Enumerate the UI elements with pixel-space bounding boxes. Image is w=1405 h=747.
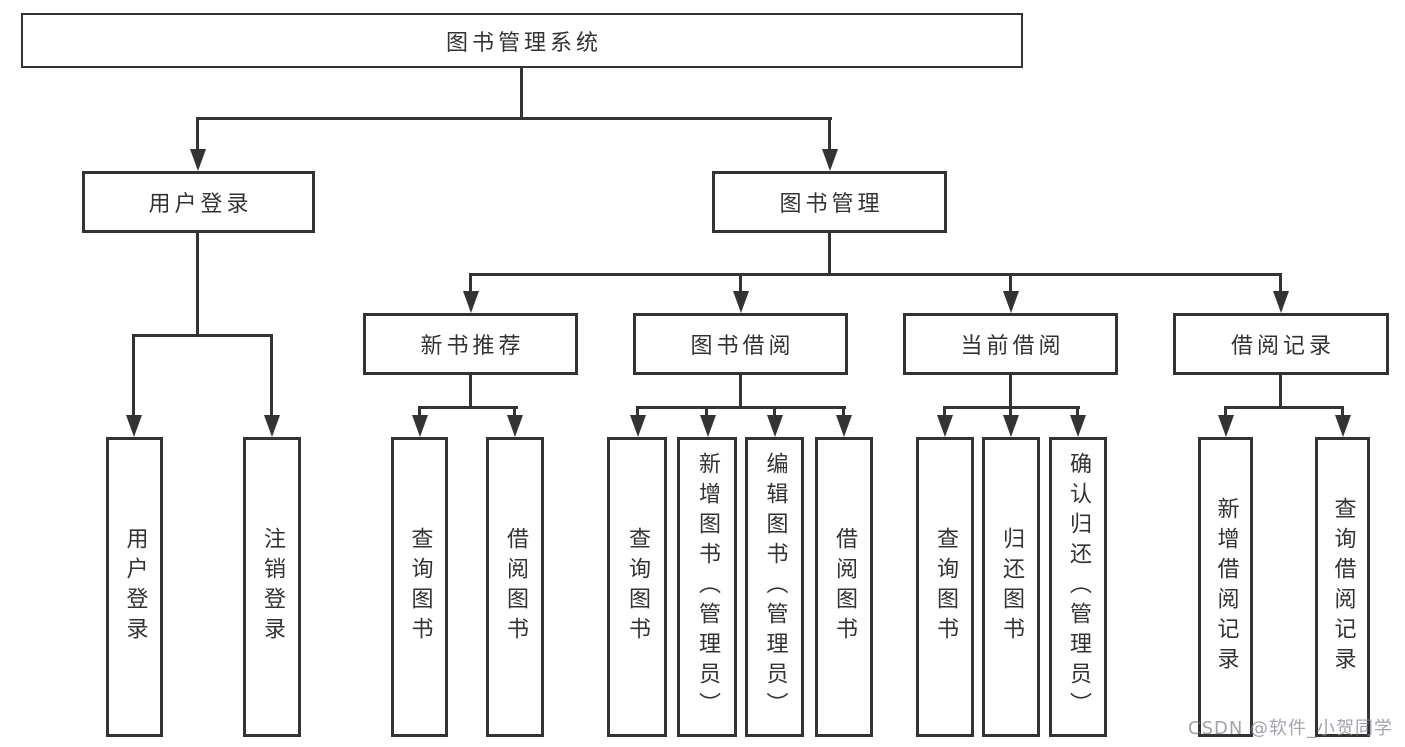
node-label: 注销登录 (260, 527, 285, 647)
arrow-down-icon (463, 291, 479, 313)
connector-line (739, 273, 742, 293)
connector-line (842, 406, 845, 418)
connector-line (469, 375, 472, 409)
node-user-login: 用户登录 (82, 171, 315, 233)
arrow-down-icon (700, 415, 716, 437)
node-library-management-system: 图书管理系统 (21, 13, 1023, 68)
leaf-logout: 注销登录 (243, 437, 301, 737)
node-label: 图书管理 (779, 192, 884, 217)
leaf-borrow-book-recommend: 借阅图书 (486, 437, 544, 737)
node-book-management: 图书管理 (712, 171, 947, 233)
leaf-query-book-current: 查询图书 (916, 437, 974, 737)
connector-line (520, 68, 523, 120)
node-label: 用户登录 (122, 527, 148, 647)
node-label: 图书借阅 (690, 334, 795, 359)
arrow-down-icon (1070, 415, 1086, 437)
node-label: 借阅图书 (503, 527, 528, 647)
connector-line (132, 334, 273, 337)
leaf-confirm-return-admin: 确认归还（管理员） (1049, 437, 1107, 737)
arrow-down-icon (733, 291, 749, 313)
connector-line (1076, 406, 1079, 418)
node-borrow-record: 借阅记录 (1173, 313, 1389, 375)
node-book-borrow: 图书借阅 (633, 313, 848, 375)
arrow-down-icon (836, 415, 852, 437)
arrow-down-icon (767, 415, 783, 437)
connector-line (1224, 406, 1227, 418)
connector-line (1279, 375, 1282, 409)
connector-line (828, 233, 831, 276)
connector-line (636, 406, 846, 409)
arrow-down-icon (1335, 415, 1351, 437)
arrow-down-icon (1003, 291, 1019, 313)
connector-line (270, 334, 273, 417)
arrow-down-icon (630, 415, 646, 437)
arrow-down-icon (1218, 415, 1234, 437)
node-label: 查询图书 (625, 527, 650, 647)
connector-line (513, 406, 516, 418)
node-label: 当前借阅 (960, 334, 1065, 359)
leaf-borrow-book: 借阅图书 (815, 437, 873, 737)
arrow-down-icon (264, 415, 280, 437)
connector-line (469, 273, 472, 293)
leaf-query-book-borrow: 查询图书 (607, 437, 667, 737)
connector-line (943, 406, 946, 418)
node-label: 新增借阅记录 (1213, 497, 1239, 677)
node-label: 确认归还（管理员） (1066, 452, 1091, 722)
connector-line (132, 334, 135, 417)
node-label: 查询借阅记录 (1330, 497, 1356, 677)
node-label: 图书管理系统 (445, 30, 602, 56)
connector-line (1009, 375, 1012, 409)
connector-line (828, 117, 831, 153)
connector-line (196, 117, 199, 153)
leaf-query-book-recommend: 查询图书 (391, 437, 448, 737)
connector-line (705, 406, 708, 418)
leaf-user-login: 用户登录 (106, 437, 163, 737)
arrow-down-icon (1003, 415, 1019, 437)
arrow-down-icon (126, 415, 142, 437)
node-label: 查询图书 (933, 527, 958, 647)
node-label: 新增图书（管理员） (695, 452, 720, 722)
node-label: 用户登录 (148, 192, 253, 217)
arrow-down-icon (937, 415, 953, 437)
arrow-down-icon (1273, 291, 1289, 313)
connector-line (636, 406, 639, 418)
connector-line (1009, 273, 1012, 293)
arrow-down-icon (190, 149, 206, 171)
connector-line (1009, 406, 1012, 418)
node-label: 新书推荐 (420, 334, 525, 359)
arrow-down-icon (507, 415, 523, 437)
node-label: 归还图书 (999, 527, 1024, 647)
connector-line (196, 233, 199, 337)
leaf-edit-book-admin: 编辑图书（管理员） (745, 437, 804, 737)
csdn-watermark: CSDN @软件_小贺同学 (1188, 718, 1394, 739)
node-label: 借阅图书 (832, 527, 857, 647)
node-label: 借阅记录 (1230, 334, 1335, 359)
leaf-query-borrow-record: 查询借阅记录 (1315, 437, 1370, 737)
connector-line (418, 406, 421, 418)
connector-line (1341, 406, 1344, 418)
node-label: 编辑图书（管理员） (762, 452, 788, 722)
leaf-return-book: 归还图书 (982, 437, 1040, 737)
connector-line (739, 375, 742, 409)
leaf-add-borrow-record: 新增借阅记录 (1198, 437, 1253, 737)
connector-line (196, 117, 832, 120)
arrow-down-icon (412, 415, 428, 437)
connector-line (418, 406, 518, 409)
leaf-add-book-admin: 新增图书（管理员） (677, 437, 737, 737)
arrow-down-icon (822, 149, 838, 171)
connector-line (469, 273, 1282, 276)
connector-line (1224, 406, 1344, 409)
connector-line (773, 406, 776, 418)
node-label: 查询图书 (407, 527, 433, 647)
node-new-book-recommend: 新书推荐 (363, 313, 578, 375)
node-current-borrow: 当前借阅 (903, 313, 1118, 375)
connector-line (1279, 273, 1282, 293)
